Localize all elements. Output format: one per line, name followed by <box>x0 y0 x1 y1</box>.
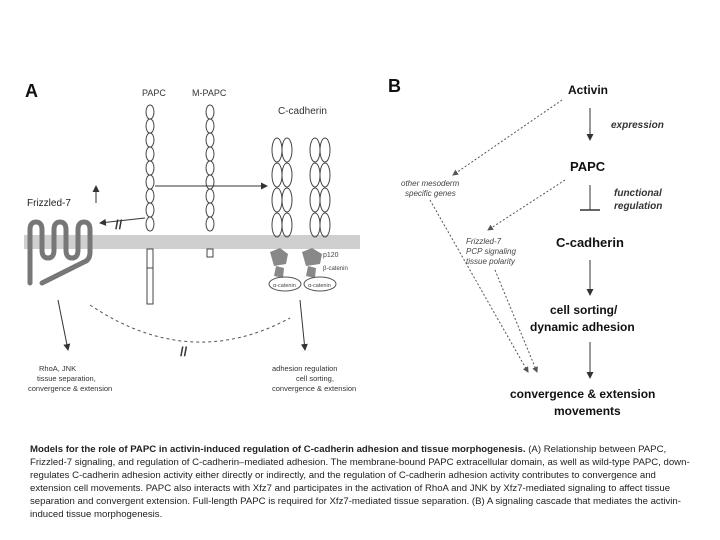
c-cadherin-node: C-cadherin <box>556 235 624 250</box>
panel-a-label: A <box>25 81 38 101</box>
panel-b-label: B <box>388 76 401 96</box>
right-outcome-line1: adhesion regulation <box>272 364 337 373</box>
c-cadherin-molecules <box>268 137 337 292</box>
alpha-catenin-label-right: α-catenin <box>308 283 331 289</box>
frizzled-pcp-line2: PCP signaling <box>466 247 517 256</box>
p120-label: p120 <box>323 252 339 259</box>
papc-to-frizzled-arrow <box>99 217 146 226</box>
cell-sorting-line2: dynamic adhesion <box>530 320 635 334</box>
panel-a: A PAPC M-PAPC C-cadherin <box>24 81 360 393</box>
left-outcome-line1: RhoA, JNK <box>39 364 76 373</box>
cell-sorting-line1: cell sorting/ <box>550 303 618 317</box>
alpha-catenin-label-left: α-catenin <box>273 283 296 289</box>
frizzled-7-label: Frizzled-7 <box>27 198 71 209</box>
convergence-line2: movements <box>554 404 621 418</box>
functional-regulation-line1: functional <box>614 188 662 199</box>
left-outcome-line3: convergence & extension <box>28 384 112 393</box>
expression-label: expression <box>611 120 664 131</box>
m-papc-label: M-PAPC <box>192 88 227 98</box>
activin-label: Activin <box>568 83 608 97</box>
c-cadherin-label: C-cadherin <box>278 106 327 117</box>
dashed-curve <box>89 304 291 343</box>
caption-body: (A) Relationship between PAPC, Frizzled-… <box>30 444 690 520</box>
frizzled-pcp-line3: tissue polarity <box>466 257 516 266</box>
frizzled-7-receptor <box>27 219 93 286</box>
m-papc-molecule <box>205 104 215 258</box>
membrane-band <box>24 235 360 249</box>
functional-regulation-line2: regulation <box>614 201 662 212</box>
papc-molecule <box>145 104 155 305</box>
other-genes-line2: specific genes <box>405 189 456 198</box>
panel-b: B Activin expression PAPC functional reg… <box>388 76 664 418</box>
right-outcome-line3: convergence & extension <box>272 384 356 393</box>
caption-title: Models for the role of PAPC in activin-i… <box>30 444 526 455</box>
block-mark: // <box>115 217 123 232</box>
svg-text://: // <box>180 344 188 359</box>
figure: A PAPC M-PAPC C-cadherin <box>24 76 664 418</box>
papc-node: PAPC <box>570 159 606 174</box>
figure-caption: Models for the role of PAPC in activin-i… <box>30 443 690 521</box>
papc-label: PAPC <box>142 88 166 98</box>
left-outcome-line2: tissue separation, <box>37 374 96 383</box>
right-outcome-line2: cell sorting, <box>296 374 334 383</box>
beta-catenin-label: β-catenin <box>323 266 348 272</box>
frizzled-pcp-line1: Frizzled-7 <box>466 237 502 246</box>
other-genes-line1: other mesoderm <box>401 179 460 188</box>
convergence-line1: convergence & extension <box>510 387 655 401</box>
